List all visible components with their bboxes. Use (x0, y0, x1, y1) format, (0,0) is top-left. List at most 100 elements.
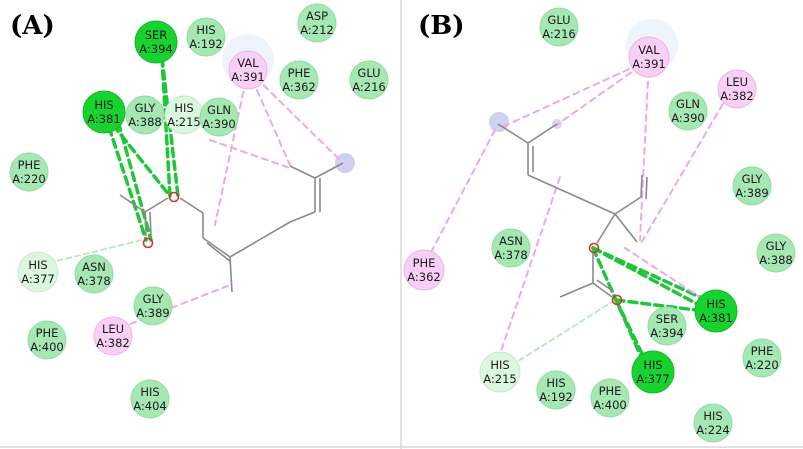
svg-text:GLY: GLY (143, 292, 165, 306)
svg-text:A:400: A:400 (593, 398, 627, 412)
svg-text:A:390: A:390 (202, 117, 236, 131)
oxygen-atom (611, 294, 623, 306)
svg-text:A:224: A:224 (696, 423, 730, 437)
alkyl-line (624, 247, 713, 306)
residue-his-192: HIS A:192 (186, 17, 226, 57)
svg-text:LEU: LEU (726, 75, 748, 89)
svg-text:A:381: A:381 (699, 311, 733, 325)
residue-gly-389: GLY A:389 (133, 286, 173, 326)
svg-text:A:377: A:377 (636, 372, 670, 386)
svg-text:A:215: A:215 (483, 372, 517, 386)
oxygen-atom (588, 242, 600, 254)
svg-text:A:378: A:378 (494, 248, 528, 262)
svg-text:HIS: HIS (140, 385, 159, 399)
svg-text:PHE: PHE (413, 256, 436, 270)
svg-text:A:388: A:388 (759, 253, 793, 267)
residue-phe-362: PHE A:362 (403, 249, 445, 291)
residue-leu-382: LEU A:382 (717, 69, 757, 109)
hbond-line (591, 246, 714, 314)
panel-a: (A) (9, 3, 389, 419)
svg-text:VAL: VAL (638, 43, 660, 57)
residue-gly-388: GLY A:388 (125, 95, 165, 135)
svg-text:LEU: LEU (102, 322, 124, 336)
svg-text:HIS: HIS (28, 258, 47, 272)
svg-text:ASN: ASN (82, 260, 106, 274)
svg-text:HIS: HIS (94, 98, 113, 112)
svg-text:A:215: A:215 (167, 115, 201, 129)
residue-gln-390: GLN A:390 (199, 97, 239, 137)
residue-asn-378: ASN A:378 (74, 254, 114, 294)
alkyl-line (247, 69, 341, 161)
svg-text:HIS: HIS (643, 358, 662, 372)
carbon-hbond-line (503, 301, 613, 371)
residue-val-391: VAL A:391 (228, 50, 268, 90)
residue-glu-216: GLU A:216 (539, 7, 579, 47)
hbond-line (160, 56, 172, 198)
svg-text:A:382: A:382 (96, 336, 130, 350)
svg-text:ASP: ASP (306, 9, 328, 23)
svg-text:GLY: GLY (742, 172, 764, 186)
svg-text:A:389: A:389 (735, 186, 769, 200)
svg-text:A:220: A:220 (745, 358, 779, 372)
alkyl-line (639, 84, 735, 246)
svg-text:A:389: A:389 (136, 306, 170, 320)
svg-text:A:381: A:381 (87, 112, 121, 126)
svg-text:A:388: A:388 (128, 115, 162, 129)
residue-gln-390: GLN A:390 (668, 91, 708, 131)
svg-text:A:220: A:220 (12, 172, 46, 186)
svg-text:GLU: GLU (547, 13, 570, 27)
svg-text:HIS: HIS (490, 358, 509, 372)
svg-text:A:192: A:192 (189, 37, 223, 51)
svg-text:PHE: PHE (36, 326, 59, 340)
svg-text:PHE: PHE (599, 384, 622, 398)
svg-text:A:400: A:400 (30, 340, 64, 354)
residue-phe-220: PHE A:220 (742, 338, 782, 378)
hbond-line (591, 246, 719, 307)
svg-text:ASN: ASN (499, 234, 523, 248)
svg-text:PHE: PHE (751, 344, 774, 358)
residue-asp-212: ASP A:212 (297, 3, 337, 43)
panel-b-residues: GLU A:216 VAL A:391 LEU A:382 GLN A:390 … (403, 7, 796, 443)
alkyl-line (497, 176, 561, 361)
alkyl-line (554, 59, 650, 127)
alkyl-line (119, 284, 231, 329)
svg-text:A:391: A:391 (231, 70, 265, 84)
panel-b-label: (B) (418, 11, 465, 41)
residue-his-192: HIS A:192 (536, 370, 576, 410)
svg-text:GLU: GLU (357, 66, 380, 80)
residue-phe-400: PHE A:400 (27, 320, 67, 360)
svg-text:A:378: A:378 (77, 274, 111, 288)
svg-text:A:362: A:362 (282, 80, 316, 94)
svg-text:PHE: PHE (18, 158, 41, 172)
svg-text:GLN: GLN (207, 103, 231, 117)
alkyl-line (209, 139, 291, 169)
panel-a-residues: SER A:394 HIS A:192 ASP A:212 VAL A:391 … (9, 3, 389, 419)
panel-b-interaction-lines (425, 59, 735, 371)
residue-his-404: HIS A:404 (130, 379, 170, 419)
svg-text:HIS: HIS (703, 409, 722, 423)
carbon-hbond-line (39, 239, 143, 266)
svg-text:A:212: A:212 (300, 23, 334, 37)
alkyl-line (639, 59, 650, 241)
svg-text:A:394: A:394 (650, 326, 684, 340)
svg-text:A:390: A:390 (671, 111, 705, 125)
svg-text:GLY: GLY (766, 239, 788, 253)
residue-val-391: VAL A:391 (628, 36, 670, 78)
residue-gly-388: GLY A:388 (756, 233, 796, 273)
svg-text:SER: SER (145, 28, 168, 42)
residue-ser-394: SER A:394 (134, 20, 178, 64)
panel-b-ligand (497, 123, 648, 306)
residue-his-381: HIS A:381 (694, 289, 738, 333)
svg-text:A:216: A:216 (352, 80, 386, 94)
svg-text:PHE: PHE (288, 66, 311, 80)
alkyl-line (425, 125, 498, 263)
residue-glu-216: GLU A:216 (349, 60, 389, 100)
svg-text:SER: SER (656, 312, 679, 326)
hbond-line (103, 113, 148, 242)
svg-text:A:404: A:404 (133, 399, 167, 413)
residue-phe-362: PHE A:362 (279, 60, 319, 100)
svg-text:HIS: HIS (546, 376, 565, 390)
panel-a-ligand (119, 162, 344, 293)
svg-text:VAL: VAL (237, 56, 259, 70)
